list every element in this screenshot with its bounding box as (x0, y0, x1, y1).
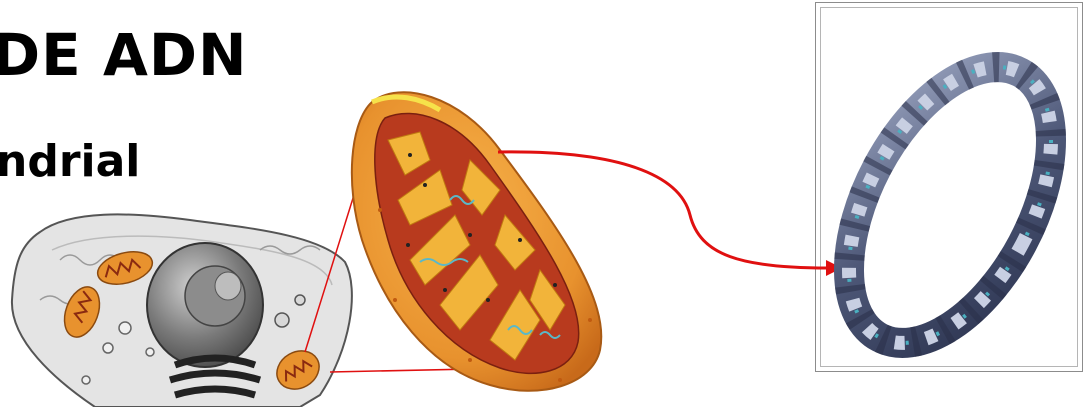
animal-cell-illustration (12, 214, 352, 407)
circular-dna-illustration (807, 34, 1087, 376)
mitochondrion-illustration (352, 92, 601, 391)
